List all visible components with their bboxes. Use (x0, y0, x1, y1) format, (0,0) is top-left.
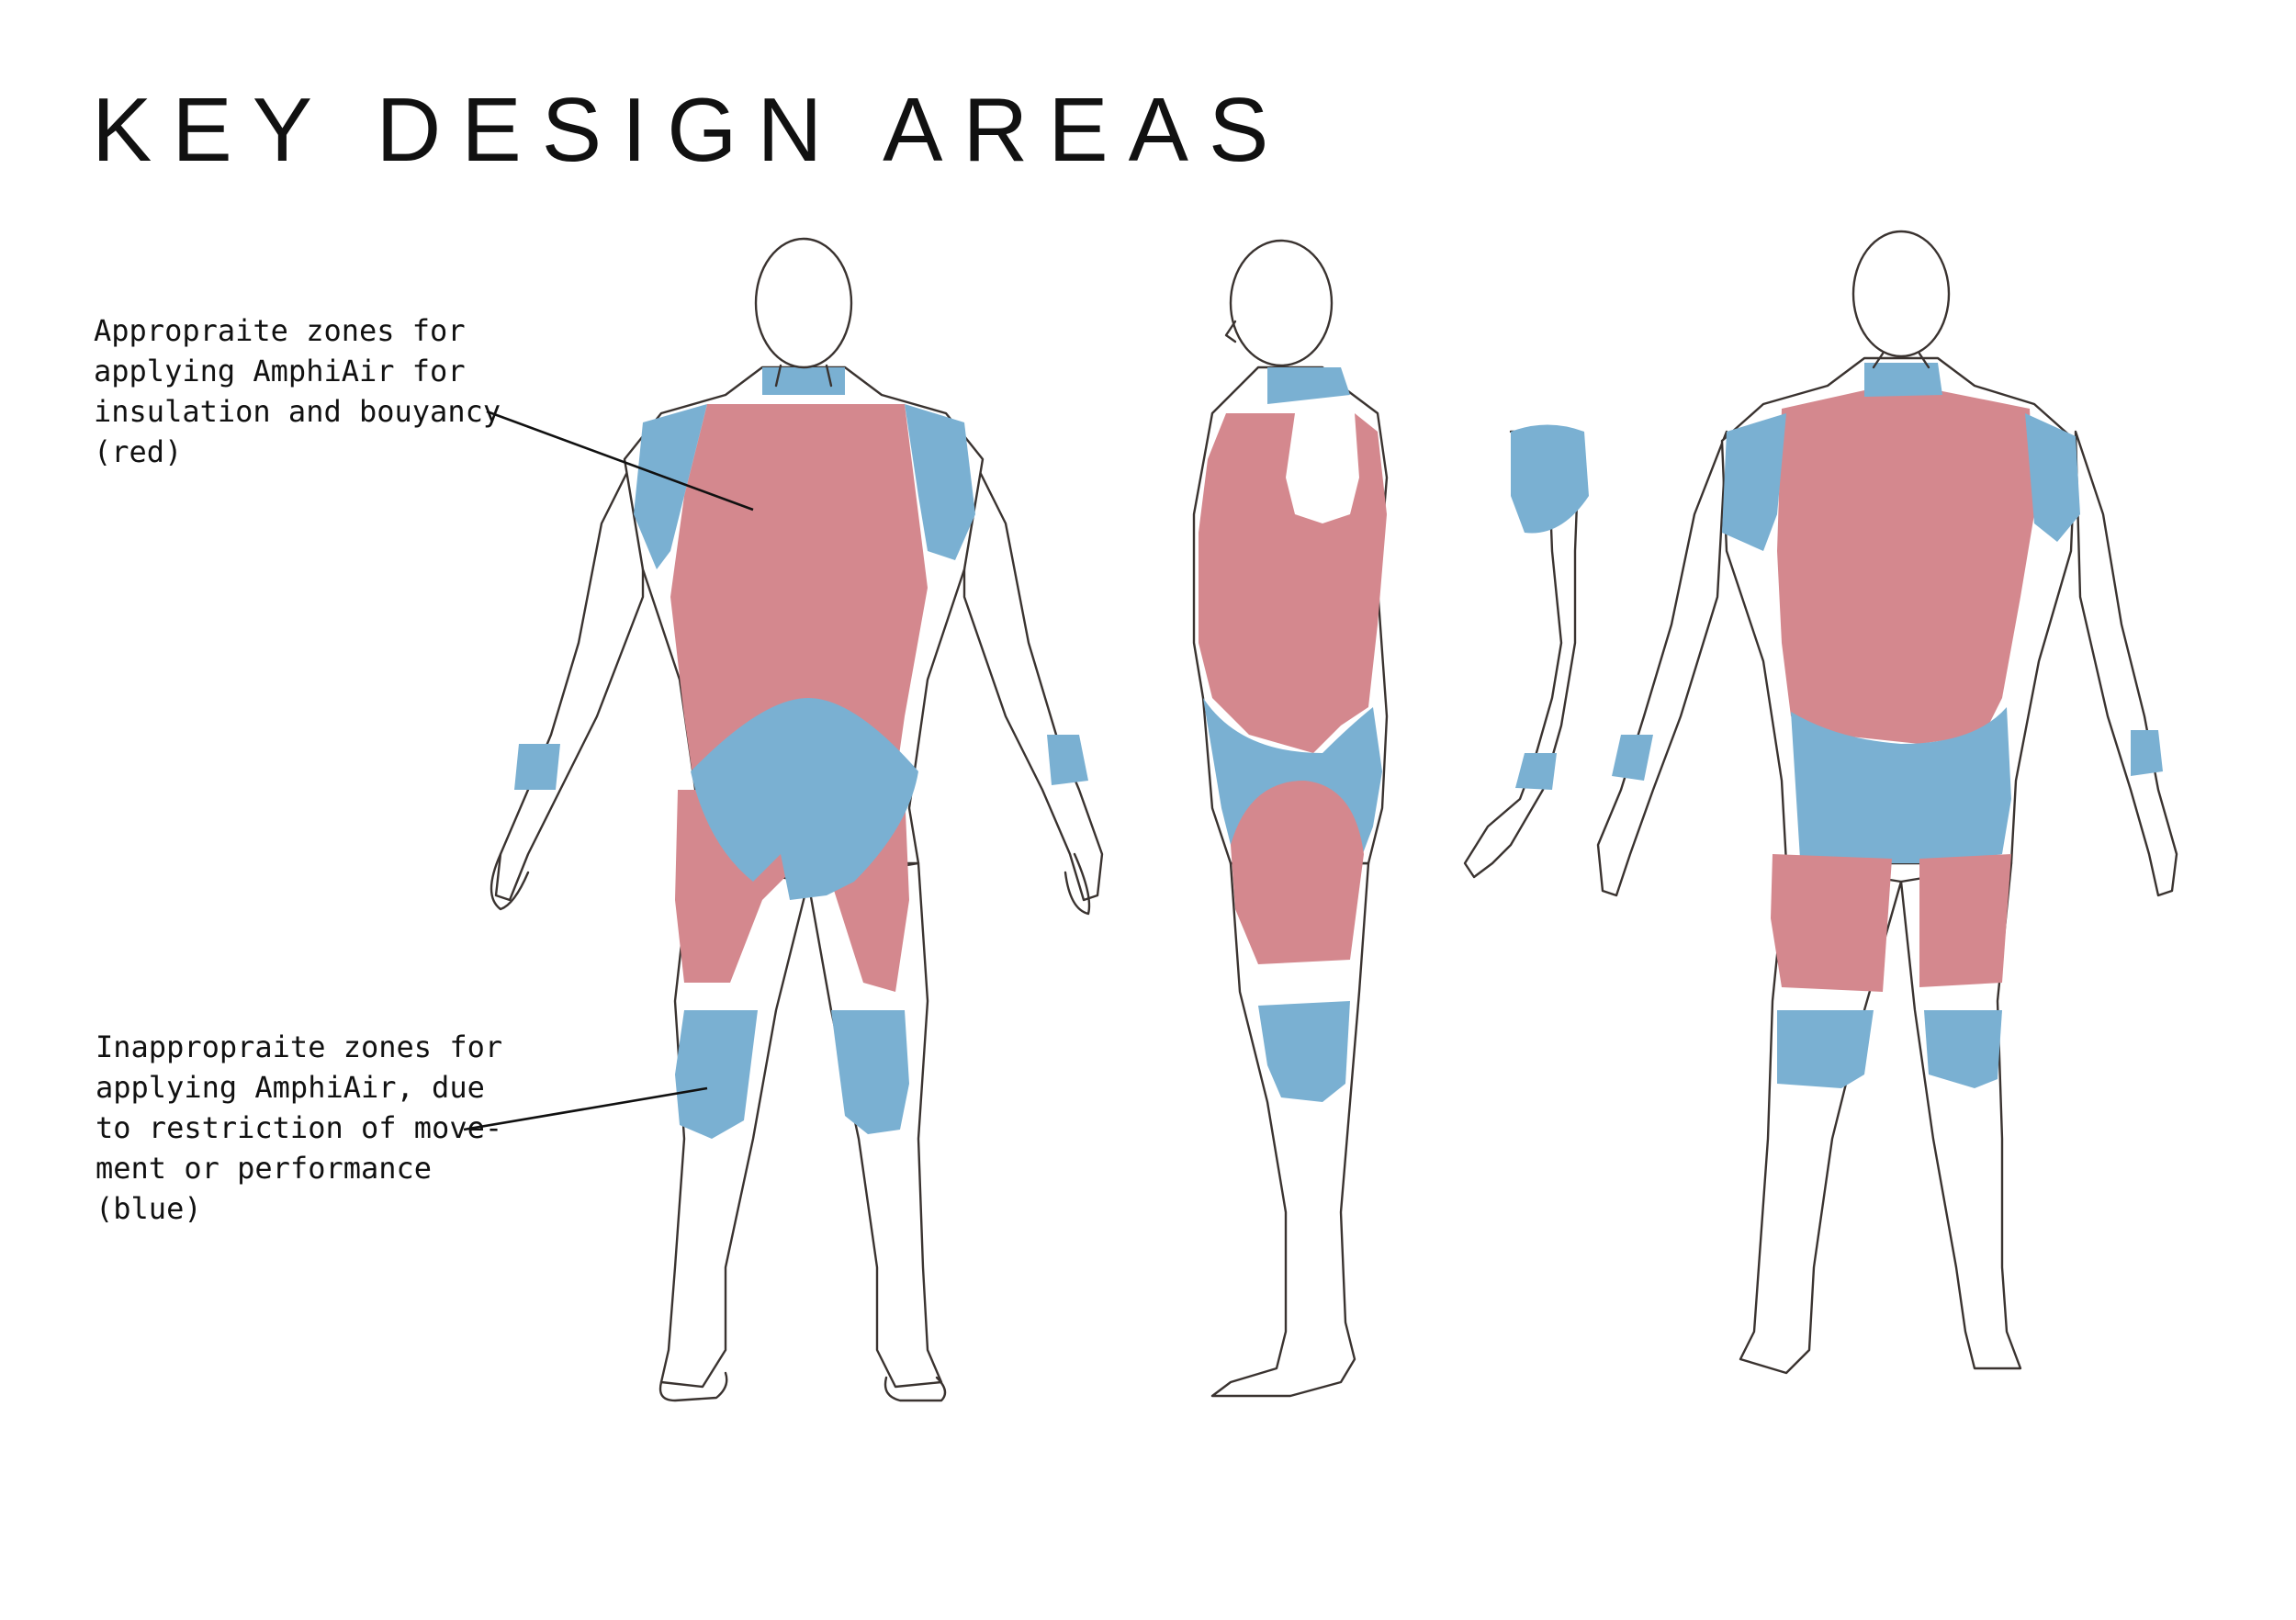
annotation-line: insulation and bouyancy (94, 394, 501, 429)
side-view-figure (1192, 239, 1389, 1398)
annotation-line: to restriction of move- (96, 1110, 503, 1145)
red-zone-leader-line (486, 410, 754, 512)
annotation-line: ment or performance (96, 1151, 433, 1186)
blue-zone-leader-line (463, 1086, 708, 1131)
annotation-line: Appropraite zones for (94, 313, 466, 348)
annotation-line: (red) (94, 434, 183, 469)
back-view-figure (1596, 230, 2178, 1375)
annotation-line: (blue) (96, 1191, 202, 1226)
page-title: KEY DESIGN AREAS (92, 79, 1289, 180)
red-zone-annotation: Appropraite zones for applying AmphiAir … (94, 310, 501, 472)
annotation-line: applying AmphiAir, due (96, 1070, 485, 1105)
arm-detail-figure (1463, 424, 1589, 879)
blue-zone-annotation: Inappropraite zones for applying AmphiAi… (96, 1027, 502, 1229)
annotation-line: applying AmphiAir for (94, 354, 466, 388)
front-view-figure (490, 237, 1104, 1402)
annotation-line: Inappropraite zones for (96, 1029, 503, 1064)
